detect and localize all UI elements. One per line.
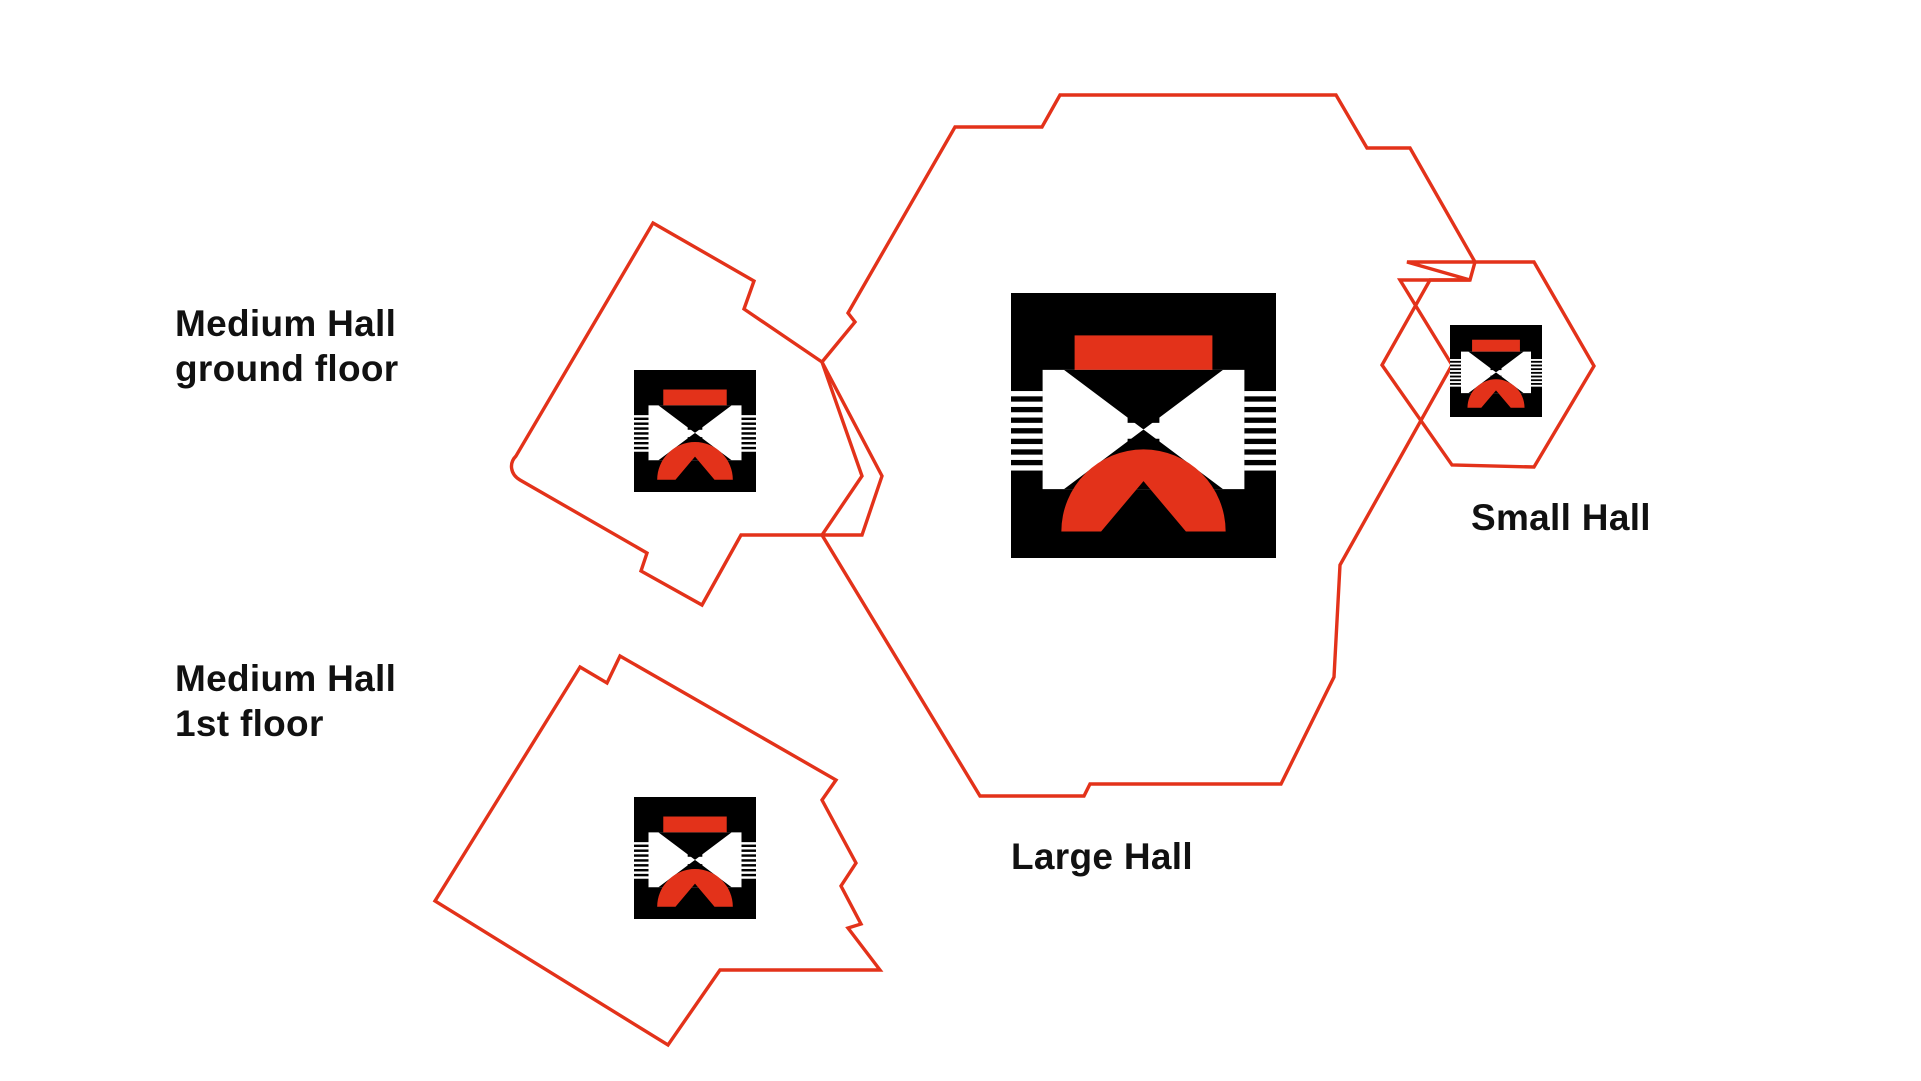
label-medium-hall-first: Medium Hall 1st floor <box>175 656 396 746</box>
hall-medium-ground[interactable] <box>509 220 884 608</box>
medium-hall-first-outline[interactable] <box>432 653 884 1048</box>
venue-logo-icon <box>1450 325 1542 417</box>
label-medium-hall-ground: Medium Hall ground floor <box>175 301 399 391</box>
hall-large[interactable] <box>819 93 1477 798</box>
large-hall-outline[interactable] <box>819 93 1477 798</box>
label-line: Large Hall <box>1011 836 1193 877</box>
medium-hall-ground-outline[interactable] <box>509 220 884 608</box>
venue-logo-icon <box>1011 293 1276 558</box>
label-line: Small Hall <box>1471 497 1651 538</box>
hall-medium-first[interactable] <box>432 653 884 1048</box>
venue-logo-icon <box>634 370 756 492</box>
label-line: Medium Hall <box>175 303 397 344</box>
label-large-hall: Large Hall <box>1011 834 1193 879</box>
label-line: 1st floor <box>175 703 324 744</box>
hall-small[interactable] <box>1379 260 1596 469</box>
label-line: ground floor <box>175 348 399 389</box>
venue-logo-icon <box>634 797 756 919</box>
small-hall-outline[interactable] <box>1379 260 1596 469</box>
label-line: Medium Hall <box>175 658 397 699</box>
label-small-hall: Small Hall <box>1471 495 1651 540</box>
